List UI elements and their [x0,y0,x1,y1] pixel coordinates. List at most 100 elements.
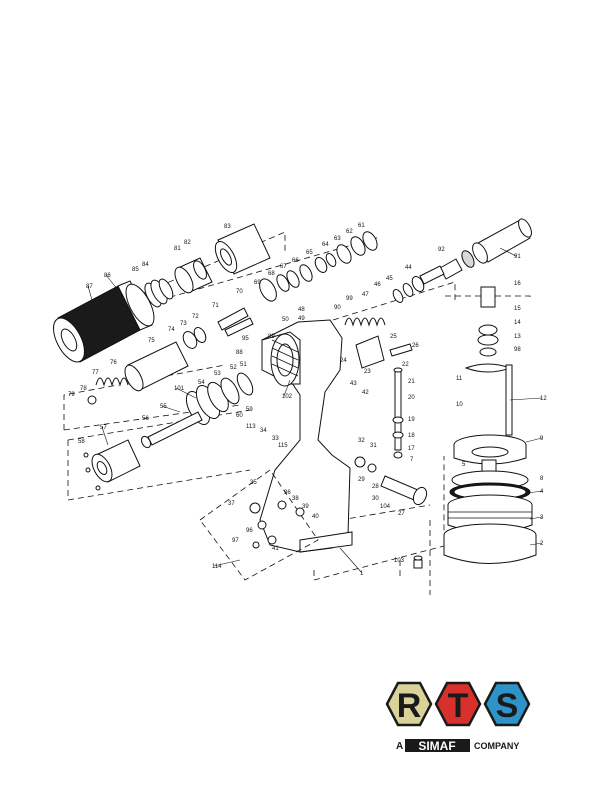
part-label-97: 97 [232,538,239,544]
part-label-84: 84 [142,262,149,268]
part-label-30: 30 [372,496,379,502]
part-label-11: 11 [456,376,463,382]
plug-103 [413,555,423,569]
part-label-42: 42 [362,390,369,396]
part-label-33: 33 [272,436,279,442]
part-label-49: 49 [298,316,305,322]
part-label-2: 2 [540,541,544,547]
adjust-screw [354,456,428,506]
part-label-45: 45 [386,276,393,282]
part-label-86: 86 [104,273,111,279]
part-label-82: 82 [184,240,191,246]
part-label-12: 12 [540,396,547,402]
part-label-67: 67 [280,264,287,270]
part-label-58: 58 [78,439,85,445]
part-label-53: 53 [214,371,221,377]
trigger [355,335,413,369]
part-label-5: 5 [462,462,466,468]
piston-assembly [87,307,254,405]
part-label-22: 22 [402,362,409,368]
part-number-labels: 1234578910111213141516171819202122232425… [68,223,547,577]
part-label-92: 92 [438,247,445,253]
leader-lines [87,247,543,574]
part-label-19: 19 [408,417,415,423]
part-label-9: 9 [540,436,544,442]
part-label-85: 85 [132,267,139,273]
logo-tagline-brand: SIMAF [418,739,455,753]
logo-tagline-a: A [396,741,403,752]
part-label-24: 24 [340,358,347,364]
part-label-74: 74 [168,327,175,333]
part-label-41: 41 [272,546,279,552]
part-label-56: 56 [142,416,149,422]
nosepiece-tube [439,218,532,280]
leader-line-1 [339,547,363,574]
part-label-10: 10 [456,402,463,408]
part-label-75: 75 [148,338,155,344]
part-label-96: 96 [246,528,253,534]
leader-line-114 [213,559,241,567]
part-label-48: 48 [298,307,305,313]
part-label-62: 62 [346,229,353,235]
part-label-40: 40 [312,514,319,520]
part-label-69: 69 [254,280,261,286]
part-label-15: 15 [514,306,521,312]
leader-line-101 [175,387,197,399]
logo-hex-s [483,681,531,727]
part-label-99: 99 [346,296,353,302]
logo-letter-t: T [448,687,469,725]
rts-logo: R T S A SIMAF COMPANY [385,681,531,753]
part-label-17: 17 [408,446,415,452]
leader-line-12 [509,397,543,401]
part-label-79: 79 [68,392,75,398]
logo-letter-r: R [397,687,422,725]
part-label-64: 64 [322,242,329,248]
nut-and-coupling [174,223,271,294]
part-label-73: 73 [180,321,187,327]
leader-line-2 [529,542,543,546]
end-cap-57 [83,439,141,491]
part-label-63: 63 [334,236,341,242]
part-label-88: 88 [236,350,243,356]
part-label-103: 103 [394,558,405,564]
part-label-98: 98 [514,347,521,353]
seal-rings-61-69 [259,231,378,302]
part-label-68: 68 [268,271,275,277]
part-label-51: 51 [240,362,247,368]
part-label-65: 65 [306,250,313,256]
logo-tagline-company: COMPANY [474,741,519,751]
leader-line-55 [161,405,181,413]
part-label-37: 37 [228,501,235,507]
part-label-44: 44 [405,265,412,271]
logo-hex-r [385,681,433,727]
pneumatic-base-assembly [443,286,537,564]
part-label-4: 4 [540,489,544,495]
part-label-32: 32 [358,438,365,444]
part-label-57: 57 [100,425,107,431]
part-label-23: 23 [364,369,371,375]
part-label-61: 61 [358,223,365,229]
part-label-28: 28 [372,484,379,490]
part-label-34: 34 [260,428,267,434]
part-label-52: 52 [230,365,237,371]
part-label-81: 81 [174,246,181,252]
spring-99 [344,317,386,327]
subassembly-bracket [199,469,319,581]
valve-stem [392,367,404,459]
logo-hex-t [434,681,482,727]
part-label-31: 31 [370,443,377,449]
part-label-25: 25 [390,334,397,340]
part-label-78: 78 [80,386,87,392]
part-label-70: 70 [236,289,243,295]
part-label-27: 27 [398,511,405,517]
leader-line-4 [527,490,543,494]
leader-line-86 [105,274,119,291]
leader-line-87 [87,285,93,301]
leader-line-102 [283,379,291,397]
part-label-83: 83 [224,224,231,230]
part-label-76: 76 [110,360,117,366]
part-label-54: 54 [198,380,205,386]
part-label-60: 60 [236,413,243,419]
part-label-1: 1 [360,571,364,577]
